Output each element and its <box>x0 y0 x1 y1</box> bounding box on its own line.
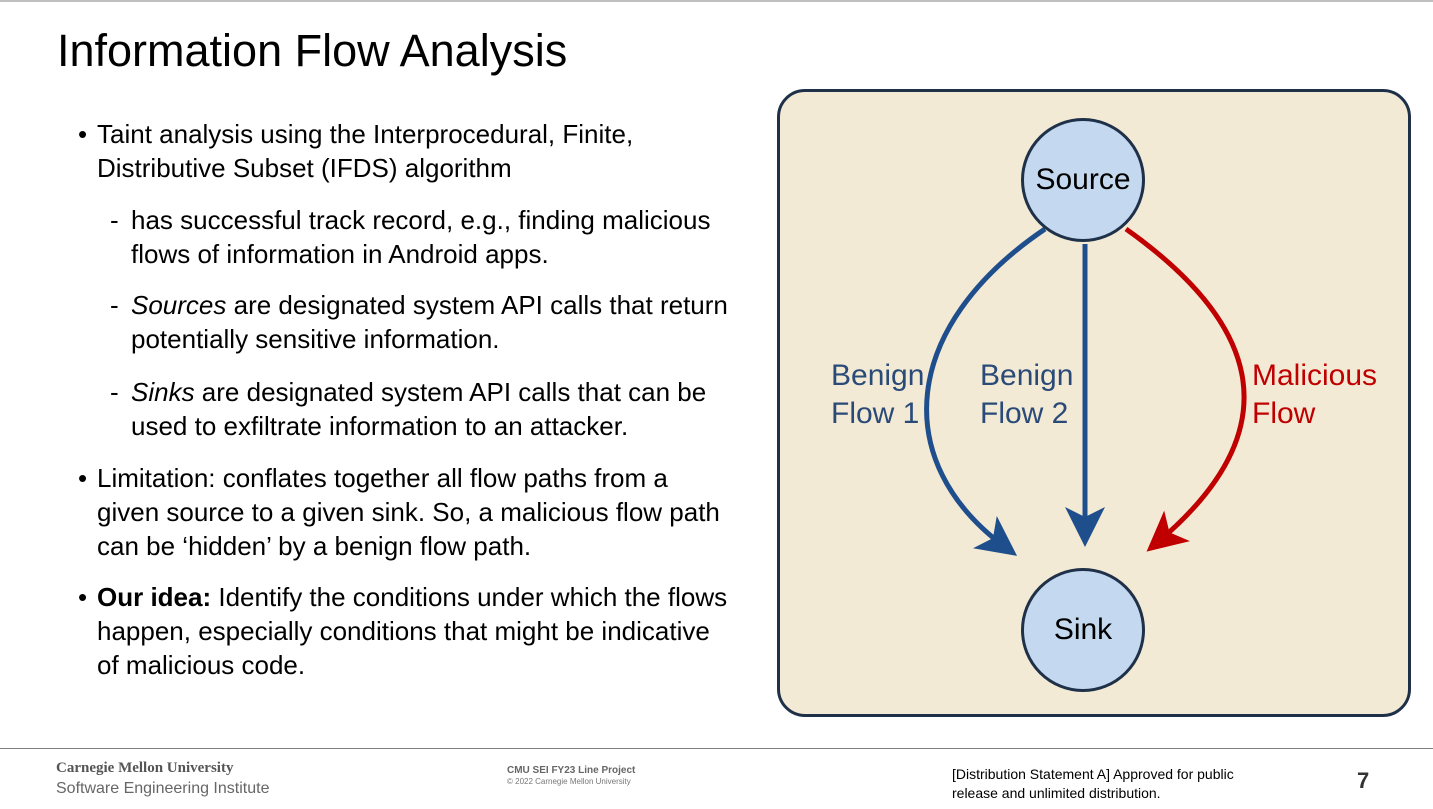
footer-institute: Software Engineering Institute <box>56 780 270 797</box>
bullet-our-idea: • Our idea: Identify the conditions unde… <box>78 580 728 682</box>
benign-flow-2-label: Benign Flow 2 <box>980 357 1073 433</box>
dash-mark: - <box>110 205 119 235</box>
flow-label-line: Malicious <box>1252 359 1378 392</box>
flow-label-line: Flow <box>1252 397 1316 430</box>
flow-label-line: Flow 2 <box>980 397 1069 430</box>
sub-bullet-sources: - Sources are designated system API call… <box>78 288 728 356</box>
benign-flow-1-arrow <box>924 226 1047 556</box>
sub-bullet-track-record: - has successful track record, e.g., fin… <box>78 203 728 271</box>
flow-arrows <box>924 226 1247 556</box>
footer-rule <box>0 748 1433 749</box>
slide-title: Information Flow Analysis <box>57 25 568 76</box>
source-node: Source <box>1021 118 1145 242</box>
footer-copyright: © 2022 Carnegie Mellon University <box>507 777 631 786</box>
sink-node: Sink <box>1021 568 1145 692</box>
malicious-flow-label: Malicious Flow <box>1252 357 1377 433</box>
bullet-text: Identify the conditions under which the … <box>97 582 728 680</box>
dash-mark: - <box>110 290 119 320</box>
bullet-dot: • <box>78 582 88 612</box>
bullet-text: Limitation: conflates together all flow … <box>97 463 720 561</box>
term-sources: Sources <box>131 290 227 320</box>
flow-label-line: Benign <box>831 359 925 392</box>
footer-distribution: [Distribution Statement A] Approved for … <box>952 766 1234 801</box>
bullet-text: Taint analysis using the Interprocedural… <box>97 119 634 183</box>
footer-project: CMU SEI FY23 Line Project <box>507 765 636 776</box>
term-our-idea: Our idea: <box>97 582 212 612</box>
bullet-list: • Taint analysis using the Interprocedur… <box>78 117 728 682</box>
sub-bullet-sinks: - Sinks are designated system API calls … <box>78 375 728 443</box>
top-rule <box>0 0 1433 2</box>
source-label: Source <box>1035 163 1131 196</box>
malicious-flow-arrow <box>1124 226 1247 552</box>
flow-label-line: Flow 1 <box>831 397 920 430</box>
flow-diagram-panel: Source Sink Benign Flow 1 Benign Flow 2 … <box>777 89 1411 717</box>
bullet-limitation: • Limitation: conflates together all flo… <box>78 461 728 563</box>
flow-label-line: Benign <box>980 359 1074 392</box>
benign-flow-1-label: Benign Flow 1 <box>831 357 924 433</box>
sink-label: Sink <box>1053 613 1113 646</box>
sub-bullet-text: has successful track record, e.g., findi… <box>131 205 711 269</box>
footer-org-name: Carnegie Mellon University <box>56 760 234 776</box>
page-number: 7 <box>1357 768 1370 793</box>
bullet-dot: • <box>78 119 88 149</box>
bullet-dot: • <box>78 463 88 493</box>
dash-mark: - <box>110 377 119 407</box>
sub-bullet-text: are designated system API calls that ret… <box>131 290 728 354</box>
bullet-taint-analysis: • Taint analysis using the Interprocedur… <box>78 117 728 185</box>
sub-bullet-text: are designated system API calls that can… <box>131 377 707 441</box>
term-sinks: Sinks <box>131 377 195 407</box>
